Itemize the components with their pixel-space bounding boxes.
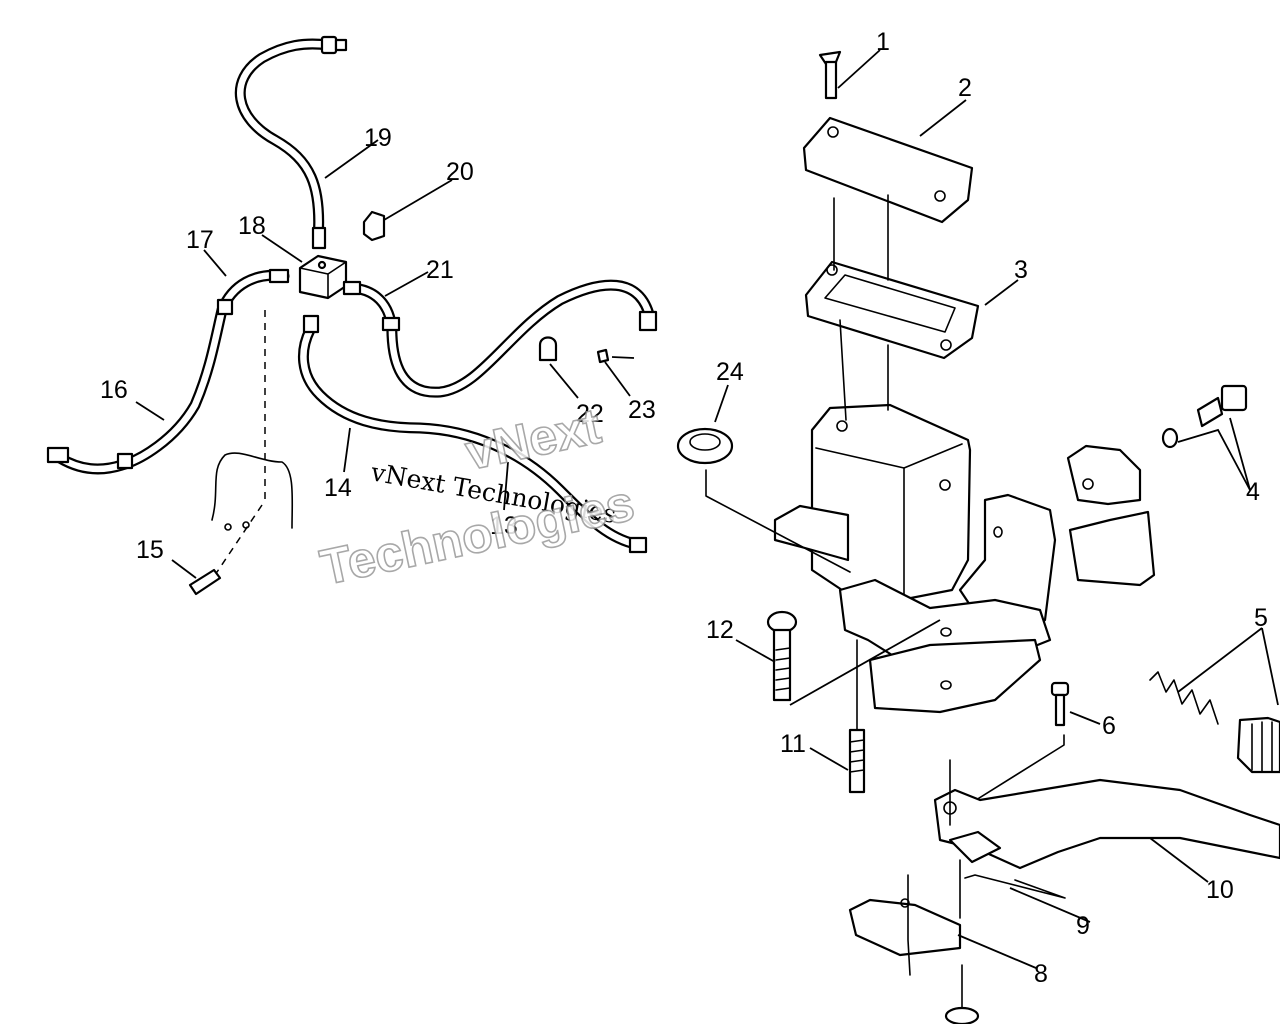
mount-bracket-icon xyxy=(868,638,1042,714)
callout-13: 13 xyxy=(490,512,518,540)
watermark: vNext Technologies vNext Technologies xyxy=(315,397,640,597)
callout-20: 20 xyxy=(446,158,474,186)
callout-4: 4 xyxy=(1246,478,1260,506)
clamp-icon xyxy=(1066,444,1142,506)
reservoir-icon xyxy=(810,403,972,608)
leader-lines xyxy=(135,49,1279,969)
callout-2: 2 xyxy=(958,74,972,102)
screw-icon xyxy=(772,628,792,702)
callout-16: 16 xyxy=(100,376,128,404)
piston-icon xyxy=(1236,716,1280,774)
hose-clip-icon xyxy=(538,336,558,362)
fitting-icon xyxy=(216,298,234,316)
mount-flange-icon xyxy=(838,578,1052,662)
fitting-icon xyxy=(302,314,320,334)
clamp-icon xyxy=(1068,510,1156,587)
callout-1: 1 xyxy=(876,28,890,56)
callout-labels: 1 2 3 4 5 6 8 9 10 11 12 13 14 15 16 17 … xyxy=(100,28,1268,988)
nut-icon xyxy=(944,1006,980,1024)
callout-22: 22 xyxy=(576,400,604,428)
fitting-icon xyxy=(342,280,362,296)
washer-icon xyxy=(1161,427,1179,449)
callout-21: 21 xyxy=(426,256,454,284)
pivot-block-icon xyxy=(848,898,962,957)
lever-block-icon xyxy=(948,830,1002,864)
brake-line-assembly xyxy=(46,35,658,596)
callout-23: 23 xyxy=(628,396,656,424)
callout-9: 9 xyxy=(1076,912,1090,940)
callout-12: 12 xyxy=(706,616,734,644)
callout-10: 10 xyxy=(1206,876,1234,904)
fitting-icon xyxy=(638,310,658,332)
brake-lever-icon xyxy=(933,778,1280,870)
bleeder-fitting-icon xyxy=(362,210,386,242)
callout-14: 14 xyxy=(324,474,352,502)
pin-icon xyxy=(1050,681,1070,697)
fitting-icon xyxy=(46,446,70,464)
small-clip-icon xyxy=(596,348,610,364)
bolt-icon xyxy=(1220,384,1248,412)
fitting-icon xyxy=(628,536,648,554)
callout-17: 17 xyxy=(186,226,214,254)
callout-6: 6 xyxy=(1102,712,1116,740)
callout-3: 3 xyxy=(1014,256,1028,284)
spring-icon xyxy=(1149,671,1219,725)
master-cylinder-assembly xyxy=(676,50,1280,1024)
fitting-icon xyxy=(311,226,327,250)
cylinder-port-icon xyxy=(773,504,850,562)
callout-8: 8 xyxy=(1034,960,1048,988)
screw-icon xyxy=(188,568,222,596)
fitting-icon xyxy=(116,452,134,470)
diaphragm-icon xyxy=(804,260,980,360)
fitting-icon xyxy=(334,38,348,52)
callout-19: 19 xyxy=(364,124,392,152)
screw-icon xyxy=(824,60,838,100)
callout-11: 11 xyxy=(780,730,806,758)
callout-18: 18 xyxy=(238,212,266,240)
pin-icon xyxy=(1054,693,1066,727)
fitting-icon xyxy=(381,316,401,332)
reservoir-cover-icon xyxy=(802,116,974,224)
fitting-icon xyxy=(268,268,290,284)
callout-24: 24 xyxy=(716,358,744,386)
callout-15: 15 xyxy=(136,536,164,564)
fitting-icon xyxy=(320,35,338,55)
callout-5: 5 xyxy=(1254,604,1268,632)
bolt-icon xyxy=(1196,396,1224,428)
